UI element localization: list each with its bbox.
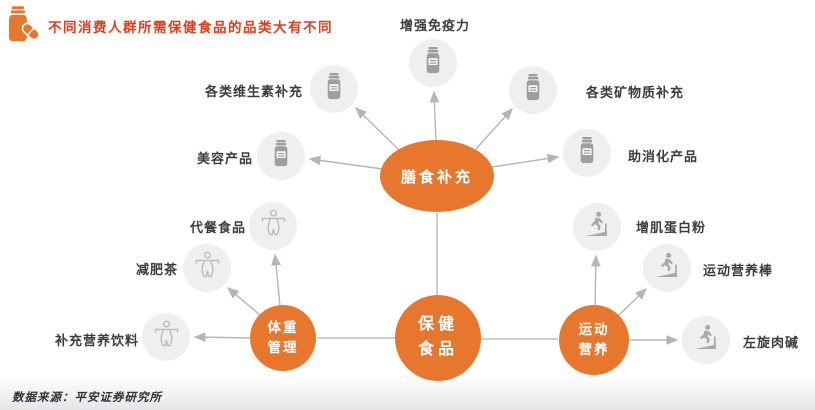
treadmill-runner-icon [692, 324, 720, 357]
treadmill-runner-icon [583, 211, 611, 244]
hub-label-line2: 营养 [578, 342, 610, 357]
hub-dietary-supplement: 膳食补充 [380, 140, 494, 212]
pill-bottle-icon [323, 73, 345, 105]
body-measure-icon [153, 320, 180, 354]
bottom-gradient [0, 376, 815, 410]
item-circle-l-carnitine [682, 316, 730, 364]
item-label: 减肥茶 [135, 262, 178, 277]
item-circle-beauty [257, 132, 305, 180]
header: 不同消费人群所需保健食品的品类大有不同 [8, 6, 333, 46]
item-circle-slimming-tea [183, 244, 231, 292]
item-label: 代餐食品 [189, 220, 246, 235]
item-circle-nutrition-drink [142, 313, 190, 361]
item-label: 美容产品 [196, 151, 253, 166]
item-label: 左旋肉碱 [743, 335, 800, 350]
item-circle-minerals [509, 66, 557, 114]
hub-label-line2: 管理 [267, 340, 299, 355]
item-label: 运动营养棒 [703, 263, 774, 278]
treadmill-runner-icon [653, 252, 681, 285]
hub-weight-management: 体重 管理 [250, 305, 316, 371]
item-circle-digestion [563, 129, 611, 177]
item-circle-nutrition-bar [643, 244, 691, 292]
item-label: 各类维生素补充 [204, 84, 303, 99]
item-label: 补充营养饮料 [54, 333, 139, 348]
hub-label-line1: 体重 [267, 319, 299, 335]
pill-bottle-icon [576, 137, 598, 169]
item-label: 增强免疫力 [399, 18, 470, 33]
item-circle-immunity [409, 39, 457, 87]
item-circle-protein-powder [573, 203, 621, 251]
hub-label: 膳食补充 [400, 168, 473, 186]
body-measure-icon [260, 209, 287, 243]
hub-label-line2: 食品 [417, 341, 458, 358]
data-source-note: 数据来源：平安证券研究所 [12, 389, 162, 405]
pill-bottle-icon [422, 47, 444, 79]
item-label: 助消化产品 [628, 149, 699, 164]
hub-sports-nutrition: 运动 营养 [559, 305, 629, 375]
hub-health-food: 保健 食品 [395, 295, 481, 381]
item-label: 增肌蛋白粉 [636, 220, 707, 235]
hub-label-line1: 运动 [578, 321, 610, 337]
item-circle-meal-replacement [249, 202, 297, 250]
item-label: 各类矿物质补充 [586, 85, 685, 100]
item-circle-vitamins [310, 65, 358, 113]
hub-label-line1: 保健 [417, 316, 458, 334]
page-title: 不同消费人群所需保健食品的品类大有不同 [48, 20, 333, 35]
pill-bottle-icon [522, 74, 544, 106]
pill-bottle-capsule-icon [8, 6, 40, 46]
pill-bottle-icon [270, 140, 292, 172]
body-measure-icon [194, 251, 221, 285]
